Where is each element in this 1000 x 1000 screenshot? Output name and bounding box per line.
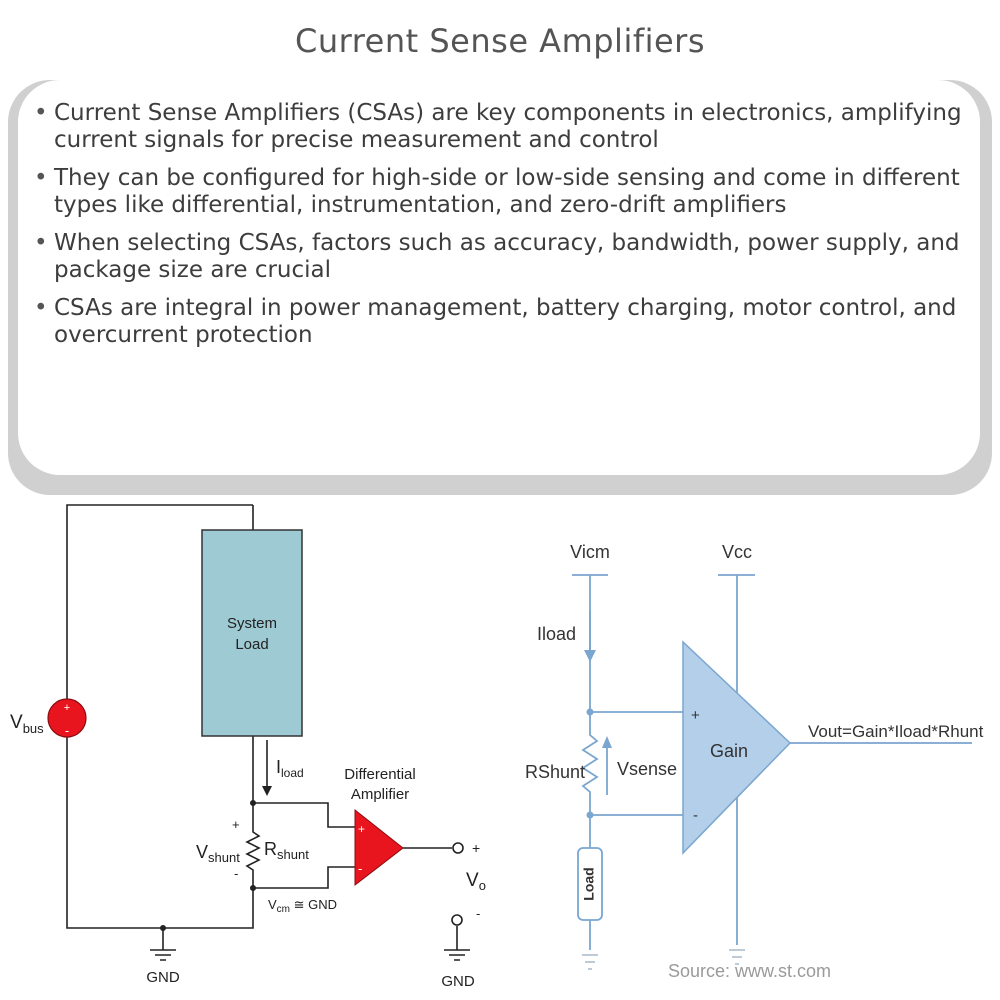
node-dot [160, 925, 166, 931]
source-caption: Source: www.st.com [668, 961, 831, 981]
sense-wire-minus [253, 866, 355, 889]
system-load-label-1: System [227, 615, 277, 632]
rshunt-label: Rshunt [264, 839, 309, 862]
outer-wire [66, 504, 254, 929]
gain-amplifier [682, 640, 792, 855]
amp-label-1: Differential [344, 766, 415, 783]
bullet-item: When selecting CSAs, factors such as acc… [30, 230, 980, 284]
vbus-label: Vbus [10, 712, 44, 736]
iload-label: Iload [537, 624, 576, 644]
node-dot [586, 708, 594, 716]
vout-label: Vout=Gain*Iload*Rhunt [808, 722, 984, 741]
amp-minus: - [358, 861, 362, 876]
node-dot [586, 811, 594, 819]
amp-label-2: Amplifier [351, 786, 409, 803]
iload-arrowhead [262, 786, 272, 796]
differential-amplifier [354, 808, 404, 887]
node-dot [250, 800, 256, 806]
vicm-label: Vicm [570, 542, 610, 562]
rshunt-resistor [581, 710, 599, 815]
load-label: Load [581, 867, 597, 900]
vcc-label: Vcc [722, 542, 752, 562]
output-terminal [452, 842, 464, 854]
bullet-item: CSAs are integral in power management, b… [30, 295, 980, 349]
system-load-box [201, 529, 303, 737]
node-dot [250, 885, 256, 891]
gain-label: Gain [710, 741, 748, 761]
gnd-label-left: GND [146, 969, 180, 986]
gnd-symbol-vcc [729, 949, 745, 965]
right-circuit-diagram: Gain + - Load Vicm Vcc Iload RShunt Vsen… [525, 542, 984, 981]
shunt-resistor [245, 822, 261, 888]
sense-wire-plus [253, 802, 355, 828]
amp-plus: + [358, 822, 365, 836]
bullet-item: Current Sense Amplifiers (CSAs) are key … [30, 100, 980, 154]
gain-minus: - [693, 807, 698, 824]
vo-minus: - [476, 906, 480, 921]
rshunt-label: RShunt [525, 762, 585, 782]
gnd-symbol-left [150, 949, 176, 961]
system-load-label-2: Load [235, 636, 268, 653]
vshunt-plus: + [232, 817, 240, 832]
left-circuit-diagram: System Load + - Vbus Iload + - Different… [10, 504, 486, 990]
gain-plus: + [691, 707, 700, 724]
vsense-arrowhead [602, 736, 612, 748]
vcm-label: Vcm ≅ GND [268, 897, 337, 915]
ground-terminal [451, 914, 463, 926]
vo-plus: + [472, 840, 480, 856]
vbus-minus: - [65, 723, 69, 738]
page-title: Current Sense Amplifiers [295, 22, 705, 60]
vo-label: Vo [466, 870, 486, 893]
vshunt-minus: - [234, 866, 238, 881]
vshunt-label: Vshunt [196, 842, 240, 865]
iload-arrowhead [584, 650, 596, 662]
vbus-source [47, 698, 87, 738]
load-box [577, 847, 603, 921]
vbus-plus: + [64, 702, 70, 714]
bullet-item: They can be configured for high-side or … [30, 165, 980, 219]
iload-label: Iload [276, 757, 304, 780]
vsense-label: Vsense [617, 759, 677, 779]
gnd-label-right: GND [441, 973, 475, 990]
bullet-list: Current Sense Amplifiers (CSAs) are key … [30, 100, 980, 360]
gnd-symbol-load [582, 954, 598, 970]
gnd-symbol-right [444, 949, 470, 961]
